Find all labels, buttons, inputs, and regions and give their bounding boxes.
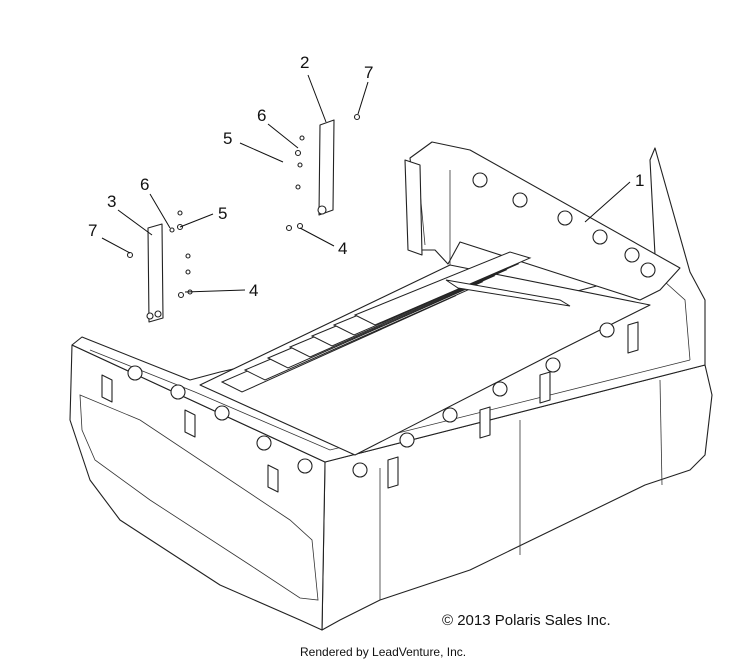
- callout-2: 2: [300, 53, 309, 72]
- callout-6-lower: 6: [140, 175, 149, 194]
- callout-7-upper: 7: [364, 63, 373, 82]
- callout-7-lower: 7: [88, 221, 97, 240]
- bracket-left: [146, 223, 164, 323]
- callout-3: 3: [107, 192, 116, 211]
- rendered-by-credit: Rendered by LeadVenture, Inc.: [300, 645, 467, 659]
- callout-1: 1: [635, 171, 644, 190]
- callout-4-lower: 4: [249, 281, 258, 300]
- callout-6-upper: 6: [257, 106, 266, 125]
- hardware: [126, 113, 361, 299]
- callout-5-lower: 5: [218, 204, 227, 223]
- bracket-right: [317, 119, 335, 216]
- cargo-box: [69, 141, 713, 631]
- callout-4-upper: 4: [338, 239, 347, 258]
- callout-5-upper: 5: [223, 129, 232, 148]
- copyright-notice: © 2013 Polaris Sales Inc.: [442, 612, 611, 629]
- leader-lines: [101, 74, 631, 293]
